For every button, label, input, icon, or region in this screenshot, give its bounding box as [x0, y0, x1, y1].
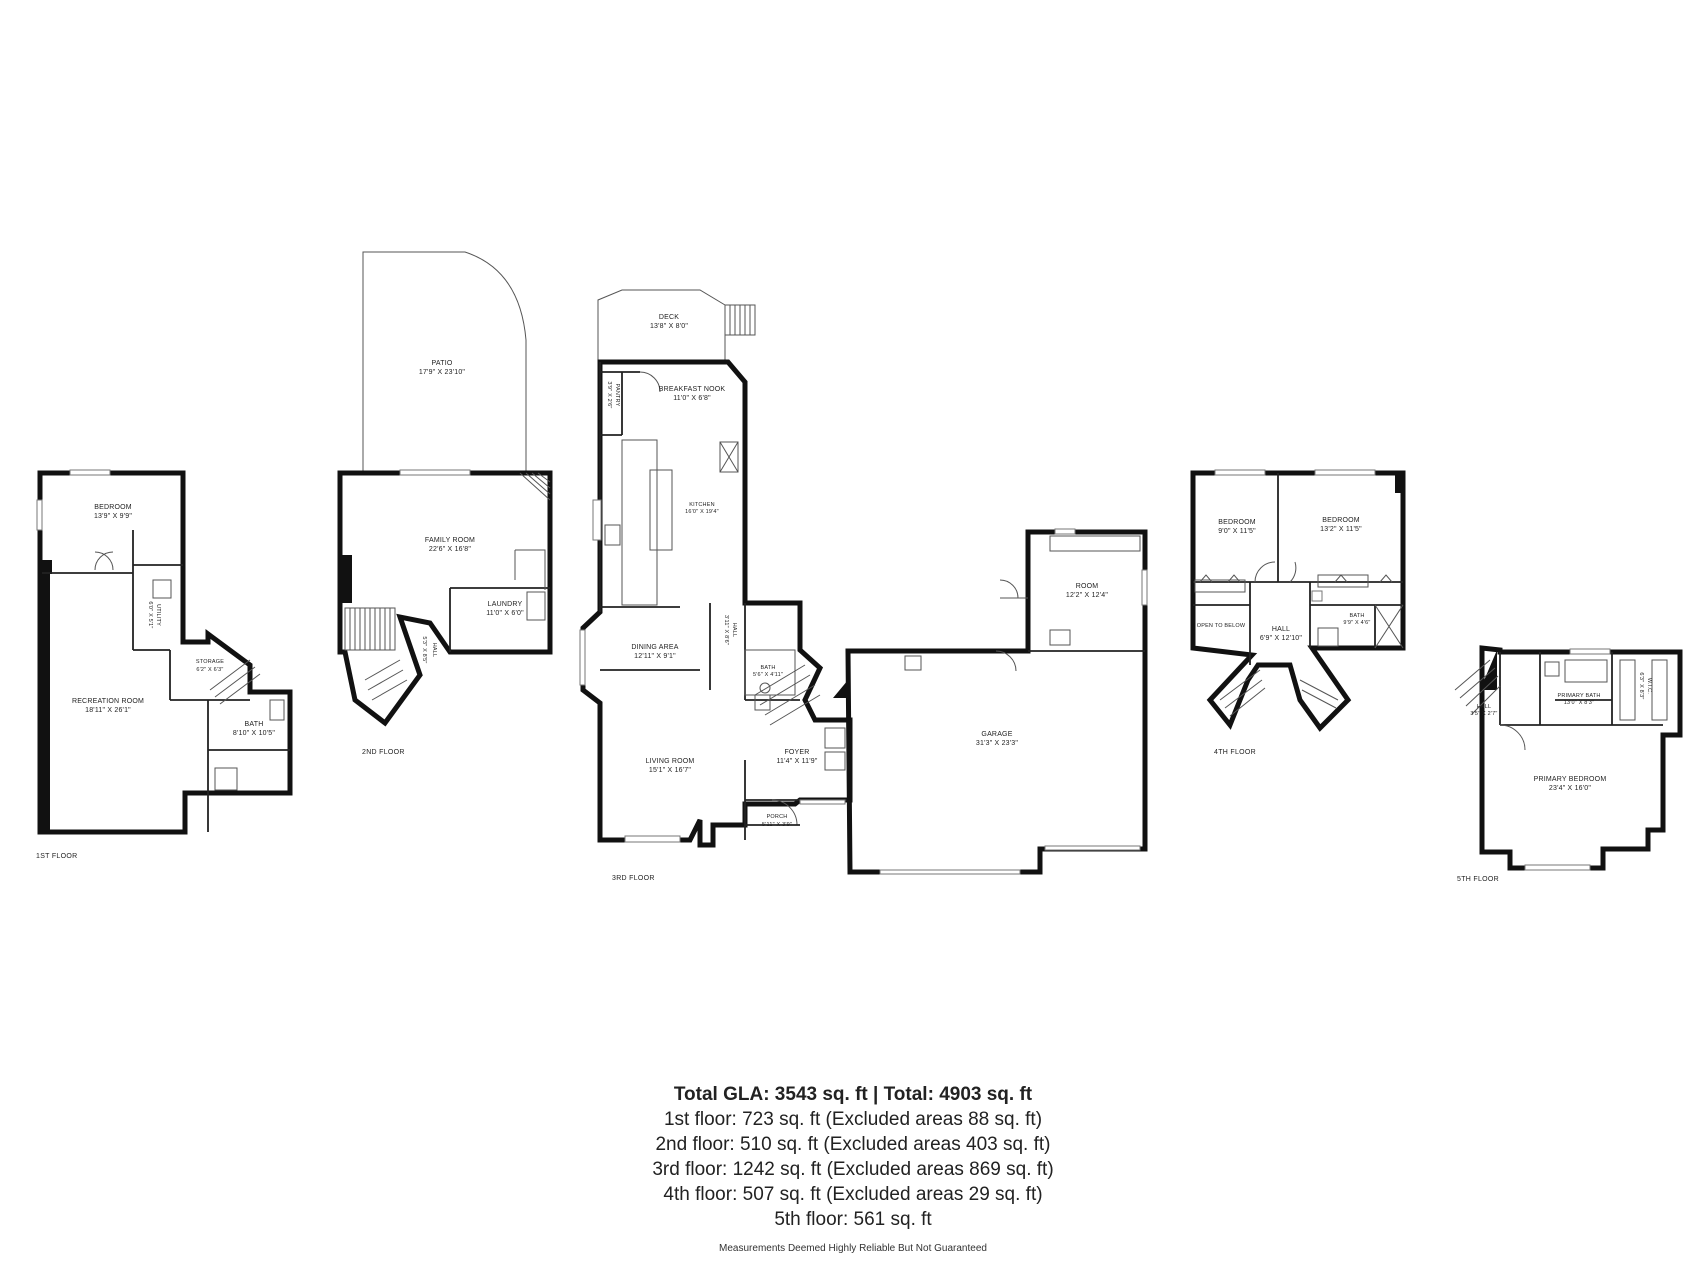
floor-area-line: 3rd floor: 1242 sq. ft (Excluded areas 8… — [652, 1159, 1054, 1180]
room-name: BEDROOM — [1322, 517, 1360, 524]
room-dimensions: 11'4" X 11'9" — [776, 758, 817, 765]
fifth-floor-plan: HALL 3'5" X 2'7" PRIMARY BATH 13'0" X 8'… — [1454, 645, 1683, 883]
floor-area-line: 1st floor: 723 sq. ft (Excluded areas 88… — [663, 1109, 1043, 1130]
room-name: GARAGE — [981, 731, 1012, 738]
room-dimensions: 6'2" X 6'3" — [196, 667, 223, 673]
room-name: LIVING ROOM — [646, 758, 695, 765]
first-floor-outline — [37, 470, 293, 835]
room-name: HALL — [431, 643, 437, 658]
room-name: PRIMARY BATH — [1557, 693, 1600, 699]
deck-outline — [597, 289, 726, 360]
room-dimensions: 17'9" X 23'10" — [419, 369, 466, 376]
area-summary: Total GLA: 3543 sq. ft | Total: 4903 sq.… — [0, 1082, 1706, 1232]
room-dimensions: 11'0" X 6'0" — [486, 610, 524, 617]
first-floor-plan: BEDROOM 13'9" X 9'9" UTILITY 6'0" X 5'1"… — [36, 469, 293, 860]
room-dimensions: 18'11" X 26'1" — [85, 707, 131, 714]
second-floor-outline — [337, 470, 553, 727]
floor-label: 3RD FLOOR — [612, 875, 655, 882]
room-dimensions: 16'0" X 19'4" — [685, 509, 719, 515]
room-dimensions: 5'3" X 8'5" — [421, 636, 427, 663]
room-name: W.I.C. — [1646, 678, 1652, 694]
floor-area-line: 2nd floor: 510 sq. ft (Excluded areas 40… — [655, 1134, 1051, 1155]
room-name: DINING AREA — [631, 644, 678, 651]
room-name: FOYER — [784, 749, 809, 756]
room-dimensions: 13'9" X 9'9" — [94, 513, 132, 520]
room-dimensions: 22'6" X 16'8" — [429, 546, 471, 553]
room-dimensions: 11'0" X 6'8" — [673, 395, 711, 402]
room-dimensions: 9'0" X 11'5" — [1218, 528, 1256, 535]
floor-area-line: 4th floor: 507 sq. ft (Excluded areas 29… — [663, 1184, 1043, 1205]
room-dimensions: 3'5" X 2'7" — [1470, 711, 1497, 717]
floor-label: 4TH FLOOR — [1214, 749, 1256, 756]
garage-outline — [845, 529, 1148, 875]
room-dimensions: 31'3" X 23'3" — [976, 740, 1018, 747]
fourth-floor-outline — [1190, 470, 1406, 732]
patio-outline — [362, 251, 527, 473]
room-name: PANTRY — [614, 383, 620, 406]
room-dimensions: 13'0" X 8'3" — [1564, 700, 1594, 706]
total-area-headline: Total GLA: 3543 sq. ft | Total: 4903 sq.… — [673, 1084, 1033, 1105]
room-name: BATH — [760, 665, 775, 671]
room-name: BREAKFAST NOOK — [659, 386, 726, 393]
room-name: ROOM — [1076, 583, 1099, 590]
room-dimensions: 8'10" X 10'5" — [233, 730, 275, 737]
room-name: LAUNDRY — [488, 601, 523, 608]
room-name: PRIMARY BEDROOM — [1534, 776, 1607, 783]
disclaimer-text: Measurements Deemed Highly Reliable But … — [719, 1243, 987, 1254]
room-dimensions: 15'1" X 16'7" — [649, 767, 691, 774]
room-name: FAMILY ROOM — [425, 537, 475, 544]
room-name: BEDROOM — [94, 504, 132, 511]
room-name: STORAGE — [196, 659, 224, 665]
third-floor-main-outline — [580, 359, 853, 848]
room-dimensions: 23'4" X 16'0" — [1549, 785, 1591, 792]
floor-label: 2ND FLOOR — [362, 749, 405, 756]
room-dimensions: 9'9" X 4'6" — [1343, 620, 1370, 626]
floor-label: 1ST FLOOR — [36, 853, 77, 860]
room-dimensions: 13'8" X 8'0" — [650, 323, 688, 330]
room-dimensions: 6'9" X 12'10" — [1260, 635, 1302, 642]
room-name: BATH — [245, 721, 264, 728]
room-dimensions: 12'2" X 12'4" — [1066, 592, 1108, 599]
room-dimensions: 5'6" X 4'11" — [753, 672, 783, 678]
room-dimensions: 6'0" X 5'1" — [147, 601, 153, 628]
room-dimensions: 3'9" X 2'6" — [606, 381, 612, 408]
room-name: PORCH — [767, 814, 788, 820]
room-name: PATIO — [432, 360, 453, 367]
fourth-floor-plan: BEDROOM 9'0" X 11'5" BEDROOM 13'2" X 11'… — [1190, 469, 1406, 756]
room-name: HALL — [731, 623, 737, 638]
room-name: RECREATION ROOM — [72, 698, 144, 705]
room-name: HALL — [1477, 704, 1492, 710]
room-dimensions: 12'11" X 9'1" — [634, 653, 676, 660]
floor-label: 5TH FLOOR — [1457, 876, 1499, 883]
room-name: UTILITY — [155, 604, 161, 626]
second-floor-plan: PATIO 17'9" X 23'10" FAMILY ROOM 22'6" X… — [337, 251, 553, 756]
room-name: KITCHEN — [689, 502, 715, 508]
room-name: BATH — [1349, 613, 1364, 619]
room-name: DECK — [659, 314, 679, 321]
room-name: HALL — [1272, 626, 1290, 633]
room-dimensions: 6'3" X 8'3" — [1638, 672, 1644, 699]
floor-area-line: 5th floor: 561 sq. ft — [774, 1209, 932, 1230]
room-dimensions: 13'2" X 11'5" — [1320, 526, 1362, 533]
third-floor-plan: DECK 13'8" X 8'0" BREAKFAST NOOK 11'0" X… — [579, 289, 1148, 882]
fifth-floor-outline — [1479, 645, 1683, 871]
room-dimensions: 5'11" X 3'9" — [762, 822, 792, 828]
room-name: BEDROOM — [1218, 519, 1256, 526]
room-dimensions: 3'11" X 8'6" — [723, 615, 729, 645]
open-to-below-label: OPEN TO BELOW — [1197, 623, 1246, 629]
